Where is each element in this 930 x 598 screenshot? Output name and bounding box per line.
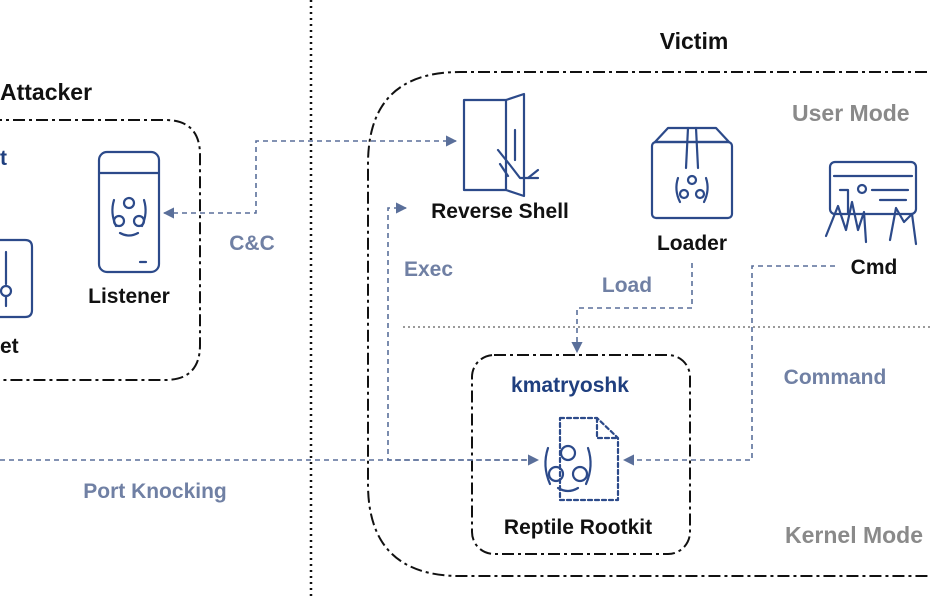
- keyboard-icon: [824, 160, 918, 246]
- left-partial-bottom-label: et: [0, 335, 19, 358]
- reverse-shell-label: Reverse Shell: [431, 200, 569, 223]
- command-label: Command: [784, 366, 887, 389]
- cc-label: C&C: [229, 232, 275, 255]
- victim-box: [367, 71, 930, 577]
- attacker-box: [0, 119, 201, 381]
- attacker-title: Attacker: [0, 79, 92, 105]
- file-biohazard-icon: [544, 416, 620, 502]
- load-label: Load: [602, 274, 652, 297]
- kmatryoshk-label: kmatryoshk: [511, 374, 629, 397]
- cmd-label: Cmd: [851, 256, 898, 279]
- package-icon: [650, 126, 734, 220]
- port-knocking-label: Port Knocking: [83, 480, 227, 503]
- exec-label: Exec: [404, 258, 453, 281]
- loader-label: Loader: [657, 232, 727, 255]
- cc-arrow: [162, 135, 458, 219]
- load-arrow: [571, 263, 693, 354]
- victim-title: Victim: [660, 28, 729, 54]
- door-icon: [462, 92, 540, 198]
- kernel-mode-label: Kernel Mode: [785, 522, 923, 548]
- command-arrow: [622, 265, 835, 466]
- left-partial-top-label: t: [0, 147, 7, 170]
- user-mode-label: User Mode: [792, 100, 910, 126]
- phone-icon: [97, 150, 161, 274]
- listener-label: Listener: [88, 285, 170, 308]
- left-partial-icon: [0, 238, 34, 319]
- exec-arrow: [387, 202, 535, 461]
- kmatryoshk-box: [471, 354, 691, 555]
- reptile-rootkit-label: Reptile Rootkit: [504, 516, 652, 539]
